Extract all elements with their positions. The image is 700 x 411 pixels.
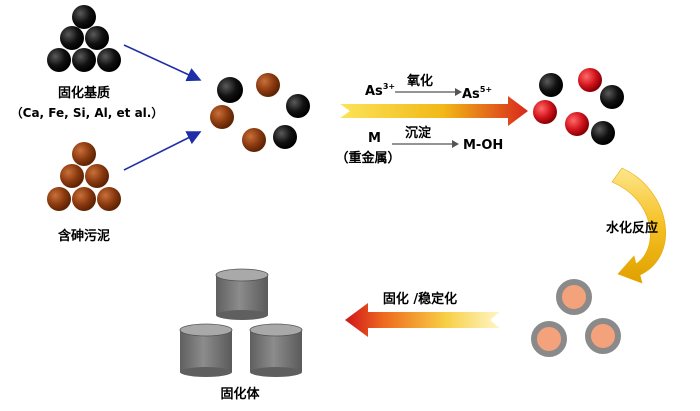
matrix-arrow xyxy=(123,44,202,82)
as5-label: As5+ xyxy=(462,85,492,102)
moh-label: M-OH xyxy=(463,138,503,153)
heavy-metal-label: （重金属） xyxy=(335,150,400,166)
sludge-label: 含砷污泥 xyxy=(57,228,110,244)
oxidation-label: 氧化 xyxy=(406,73,433,89)
mix-to-oxidized-arrow xyxy=(340,96,528,126)
cylinder-top xyxy=(215,268,269,320)
matrix-elements-label: （Ca, Fe, Si, Al, et al.） xyxy=(11,105,164,120)
hydration-curved-arrow xyxy=(611,167,666,284)
mixed-cluster xyxy=(210,73,310,152)
as3-label: As3+ xyxy=(365,82,395,99)
matrix-ball-pyramid xyxy=(47,5,121,72)
metal-label: M xyxy=(368,131,381,146)
precipitation-label: 沉淀 xyxy=(405,125,432,141)
stabilization-arrow xyxy=(345,303,500,337)
matrix-label: 固化基质 xyxy=(58,85,110,101)
sludge-ball-pyramid xyxy=(47,142,121,211)
oxidized-cluster xyxy=(533,68,624,145)
stabilization-label: 固化 /稳定化 xyxy=(383,291,457,307)
cylinder-left xyxy=(179,323,233,377)
solidified-label: 固化体 xyxy=(220,386,260,402)
cylinder-right xyxy=(249,323,303,377)
sludge-arrow xyxy=(123,131,202,171)
hydrated-particles xyxy=(531,279,621,357)
solidified-cylinders xyxy=(179,268,303,377)
hydration-label: 水化反应 xyxy=(606,220,658,236)
